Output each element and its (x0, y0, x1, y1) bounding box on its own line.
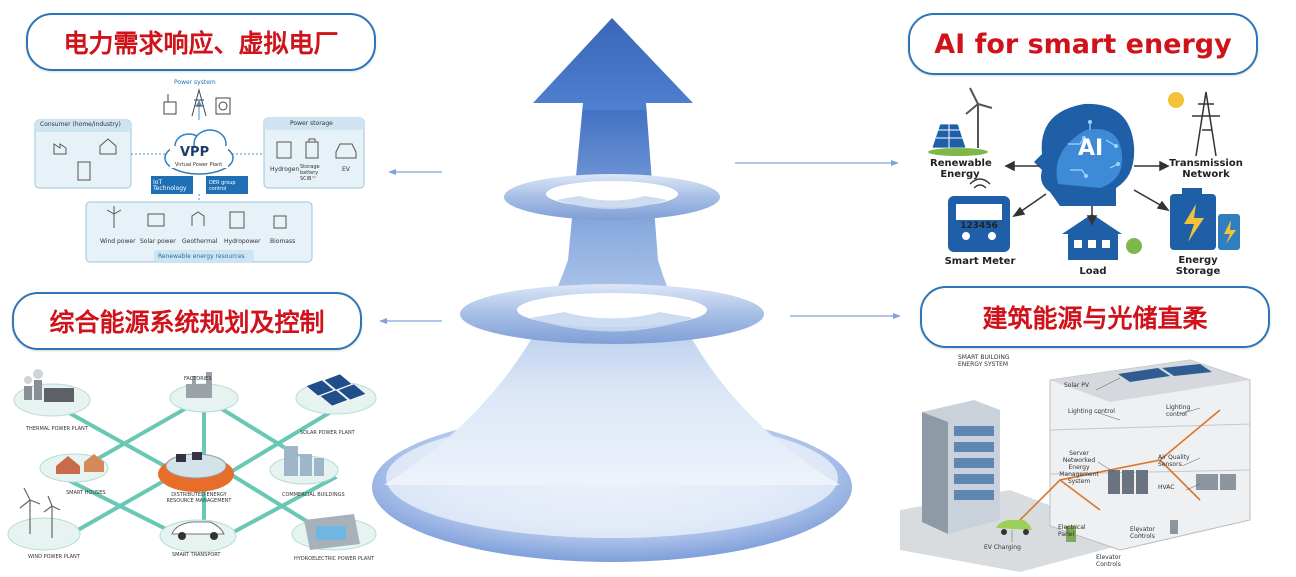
ies-smart-houses-label: SMART HOUSES (66, 490, 106, 496)
building-air-quality: Air Quality Sensors (1158, 454, 1190, 468)
vpp-storage-ev: EV (342, 166, 350, 173)
vpp-biomass: Biomass (270, 238, 296, 245)
thermal-plant-icon (24, 369, 74, 402)
ai-head-icon (1034, 103, 1135, 206)
vpp-title: VPP (180, 145, 210, 160)
ev-charging-icon (996, 520, 1032, 535)
ies-factories-label: FACTORIES (184, 376, 212, 382)
ai-load-label: Load (1079, 266, 1107, 277)
building-solar-pv: Solar PV (1064, 382, 1089, 389)
title-integrated-energy-system: 综合能源系统规划及控制 (12, 292, 362, 350)
building-lighting-control: Lighting control (1068, 408, 1115, 415)
vpp-storage-label: Power storage (290, 120, 333, 127)
smart-building-diagram: SMART BUILDING ENERGY SYSTEM Solar PV Li… (900, 350, 1260, 572)
ai-transmission-label: Transmission Network (1169, 158, 1243, 180)
plant-icon (215, 97, 231, 115)
ies-commercial-label: COMMERCIAL BUILDINGS (282, 492, 345, 498)
integrated-energy-diagram: THERMAL POWER PLANT FACTORIES SOLAR POWE… (4, 358, 384, 570)
factories-icon (186, 372, 212, 398)
vpp-hydro: Hydropower (224, 238, 261, 245)
title-building-energy: 建筑能源与光储直柔 (920, 286, 1270, 348)
ies-thermal-label: THERMAL POWER PLANT (26, 426, 88, 432)
building-elevator-controls-2: Elevator Controls (1096, 554, 1121, 568)
energy-storage-icon (1170, 188, 1240, 250)
building-lighting-control-2: Lighting control (1166, 404, 1191, 418)
title-ai-smart-energy: AI for smart energy (908, 13, 1258, 75)
vpp-geothermal: Geothermal (182, 238, 218, 245)
vpp-consumer-label: Consumer (home/industry) (40, 121, 121, 128)
cutaway-building-icon (1019, 359, 1251, 551)
office-tower-icon (922, 400, 1000, 534)
ai-energy-storage-label: Energy Storage (1175, 255, 1221, 277)
smart-meter-icon (948, 178, 1010, 252)
load-house-icon (1062, 214, 1142, 260)
commercial-buildings-icon (284, 446, 324, 476)
vpp-subtitle: Virtual Power Plant (175, 162, 223, 168)
smart-transport-icon (171, 521, 225, 540)
vpp-iot-tag: IoT Technology (153, 179, 187, 192)
ai-diagram: AI Renewable Energy Transmission Network… (920, 84, 1260, 280)
ai-meter-reading: 123456 (960, 221, 998, 231)
ai-renewable-label: Renewable Energy (930, 158, 992, 180)
transmission-tower-icon (1192, 91, 1220, 157)
vpp-wind: Wind power (100, 238, 136, 245)
vpp-cloud-icon (164, 129, 234, 175)
ai-center-label: AI (1078, 136, 1104, 161)
vpp-storage-hydrogen: Hydrogen (270, 166, 300, 173)
vpp-solar: Solar power (140, 238, 176, 245)
smart-houses-icon (56, 454, 104, 474)
arrow-head (533, 18, 693, 110)
ies-solar-label: SOLAR POWER PLANT (300, 430, 355, 436)
title-demand-response: 电力需求响应、虚拟电厂 (26, 13, 376, 71)
building-ev-charging: EV Charging (984, 544, 1021, 551)
building-title: SMART BUILDING ENERGY SYSTEM (958, 354, 1010, 368)
solar-plant-icon (305, 373, 367, 407)
ies-transport-label: SMART TRANSPORT (172, 552, 221, 558)
building-server: Server Networked Energy Management Syste… (1059, 450, 1099, 485)
building-elevator-controls: Elevator Controls (1130, 526, 1155, 540)
sun-icon (1168, 92, 1184, 108)
ies-wind-label: WIND POWER PLANT (28, 554, 80, 560)
ai-smart-meter-label: Smart Meter (944, 256, 1016, 267)
ies-distributed-label: DISTRIBUTED ENERGY RESOURCE MANAGEMENT (166, 492, 232, 504)
hydro-plant-icon (304, 514, 360, 550)
building-electrical-panel: Electrical Panel (1058, 524, 1086, 538)
building-hvac: HVAC (1158, 484, 1175, 491)
wind-plant-icon (19, 487, 61, 538)
vpp-power-system-label: Power system (174, 79, 216, 86)
factory-icon (163, 94, 177, 115)
pylon-icon (191, 88, 207, 117)
vpp-diagram: Power system Consumer (home/industry) Po… (34, 76, 370, 266)
renewable-energy-icon (928, 87, 993, 156)
vpp-renewable-resources: Renewable energy resources (158, 253, 245, 260)
ies-hydro-label: HYDROELECTRIC POWER PLANT (294, 556, 374, 562)
vpp-der-tag: DER group control (209, 180, 236, 192)
der-management-hub-icon (158, 452, 234, 492)
vpp-storage-battery: Storage battery SCiB™ (300, 164, 320, 182)
